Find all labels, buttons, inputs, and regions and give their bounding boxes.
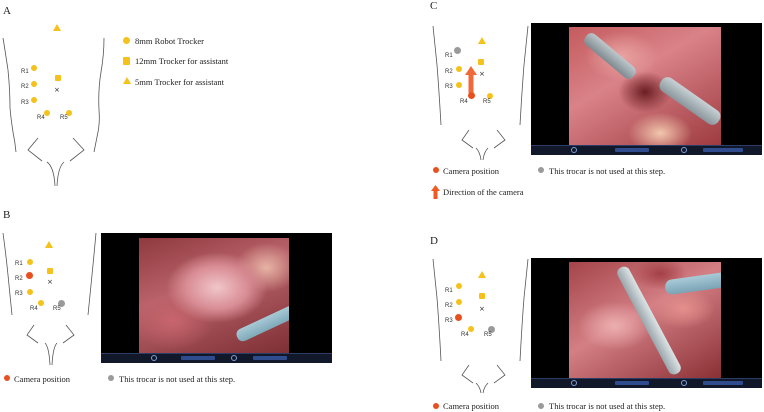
unused-trocar-dot <box>488 326 495 333</box>
console-icon <box>151 355 157 361</box>
trocar-dot <box>487 93 493 99</box>
trocar-dot <box>27 259 33 265</box>
trocar-12mm-square <box>55 75 61 81</box>
instrument-shaft <box>656 74 721 128</box>
trocar-12mm-square <box>478 59 484 65</box>
assistant-5mm-icon <box>123 77 131 84</box>
trocar-dot <box>31 65 37 71</box>
port-label-r5: R5 <box>60 115 68 121</box>
panel-label-d: D <box>430 235 438 247</box>
legend-robot-trocar: 8mm Robot Trocker <box>135 36 204 46</box>
port-label-r1: R1 <box>15 261 23 267</box>
port-label-r2: R2 <box>445 303 453 309</box>
trocar-dot <box>38 300 44 306</box>
port-label-r4: R4 <box>30 306 38 312</box>
panel-label-c: C <box>430 0 438 12</box>
port-label-r4: R4 <box>460 99 468 105</box>
trocar-dot <box>66 110 72 116</box>
surgical-scene <box>139 238 289 356</box>
console-icon <box>681 380 687 386</box>
camera-position-dot <box>468 92 475 99</box>
panel-label-a: A <box>3 5 11 17</box>
port-label-r4: R4 <box>37 115 45 121</box>
surgical-scene <box>569 262 721 378</box>
port-label-r4: R4 <box>461 332 469 338</box>
port-label-r2: R2 <box>15 276 23 282</box>
legend-assistant-5mm: 5mm Trocker for assistant <box>135 77 225 87</box>
trocar-dot <box>456 82 462 88</box>
trocar-dot <box>456 299 462 305</box>
camera-position-icon <box>4 375 10 381</box>
legend-camera-position: Camera position <box>14 374 70 384</box>
surgical-scene <box>569 27 721 145</box>
camera-position-icon <box>433 403 439 409</box>
body-diagram-a: × <box>0 20 110 190</box>
legend-assistant-12mm: 12mm Trocker for assistant <box>135 56 229 66</box>
robot-trocar-icon <box>123 37 130 44</box>
trocar-dot <box>27 289 33 295</box>
panel-label-b: B <box>3 209 11 221</box>
console-icon <box>231 355 237 361</box>
port-label-r5: R5 <box>484 332 492 338</box>
console-icon <box>571 147 577 153</box>
port-label-r2: R2 <box>21 84 29 90</box>
assistant-12mm-icon <box>123 57 130 65</box>
endoscope-video-d <box>531 258 762 388</box>
body-diagram-c: × <box>427 20 532 160</box>
svg-text:×: × <box>54 86 60 94</box>
legend-unused-trocar: This trocar is not used at this step. <box>119 374 236 384</box>
port-label-r3: R3 <box>445 318 453 324</box>
port-label-r3: R3 <box>21 100 29 106</box>
port-label-r3: R3 <box>15 291 23 297</box>
unused-trocar-dot <box>58 300 65 307</box>
console-icon <box>571 380 577 386</box>
camera-position-dot <box>455 314 462 321</box>
trocar-dot <box>31 97 37 103</box>
port-label-r5: R5 <box>53 306 61 312</box>
svg-text:×: × <box>47 278 53 286</box>
trocar-dot <box>468 326 474 332</box>
port-label-r2: R2 <box>445 69 453 75</box>
direction-arrow-icon <box>431 185 440 199</box>
port-label-r5: R5 <box>483 99 491 105</box>
legend-camera-position: Camera position <box>443 401 499 411</box>
trocar-dot <box>456 66 462 72</box>
unused-trocar-icon <box>538 403 544 409</box>
svg-text:×: × <box>479 305 485 313</box>
console-icon <box>681 147 687 153</box>
camera-position-dot <box>26 272 33 279</box>
instrument-shaft <box>581 30 639 82</box>
trocar-dot <box>31 81 37 87</box>
unused-trocar-icon <box>538 167 544 173</box>
instrument-shaft <box>234 301 289 344</box>
console-status-bar <box>531 145 762 155</box>
body-diagram-d: × <box>427 253 532 393</box>
unused-trocar-dot <box>454 47 461 54</box>
camera-direction-arrow-icon <box>465 66 477 93</box>
endoscope-video-c <box>531 23 762 155</box>
console-status-bar <box>531 378 762 388</box>
port-label-r1: R1 <box>445 288 453 294</box>
endoscope-video-b <box>101 233 332 363</box>
instrument-shaft <box>664 271 721 296</box>
trocar-12mm-square <box>479 293 485 299</box>
legend-unused-trocar: This trocar is not used at this step. <box>549 166 666 176</box>
camera-position-icon <box>433 167 439 173</box>
legend-unused-trocar: This trocar is not used at this step. <box>549 401 666 411</box>
port-label-r3: R3 <box>445 84 453 90</box>
legend-camera-position: Camera position <box>443 166 499 176</box>
legend-camera-direction: Direction of the camera <box>443 187 524 197</box>
console-status-bar <box>101 353 332 363</box>
svg-text:×: × <box>479 70 485 78</box>
trocar-dot <box>456 283 462 289</box>
port-label-r1: R1 <box>21 69 29 75</box>
unused-trocar-icon <box>108 375 114 381</box>
port-label-r1: R1 <box>445 53 453 59</box>
trocar-12mm-square <box>47 268 53 274</box>
body-diagram-b: × <box>0 225 100 375</box>
trocar-dot <box>44 110 50 116</box>
